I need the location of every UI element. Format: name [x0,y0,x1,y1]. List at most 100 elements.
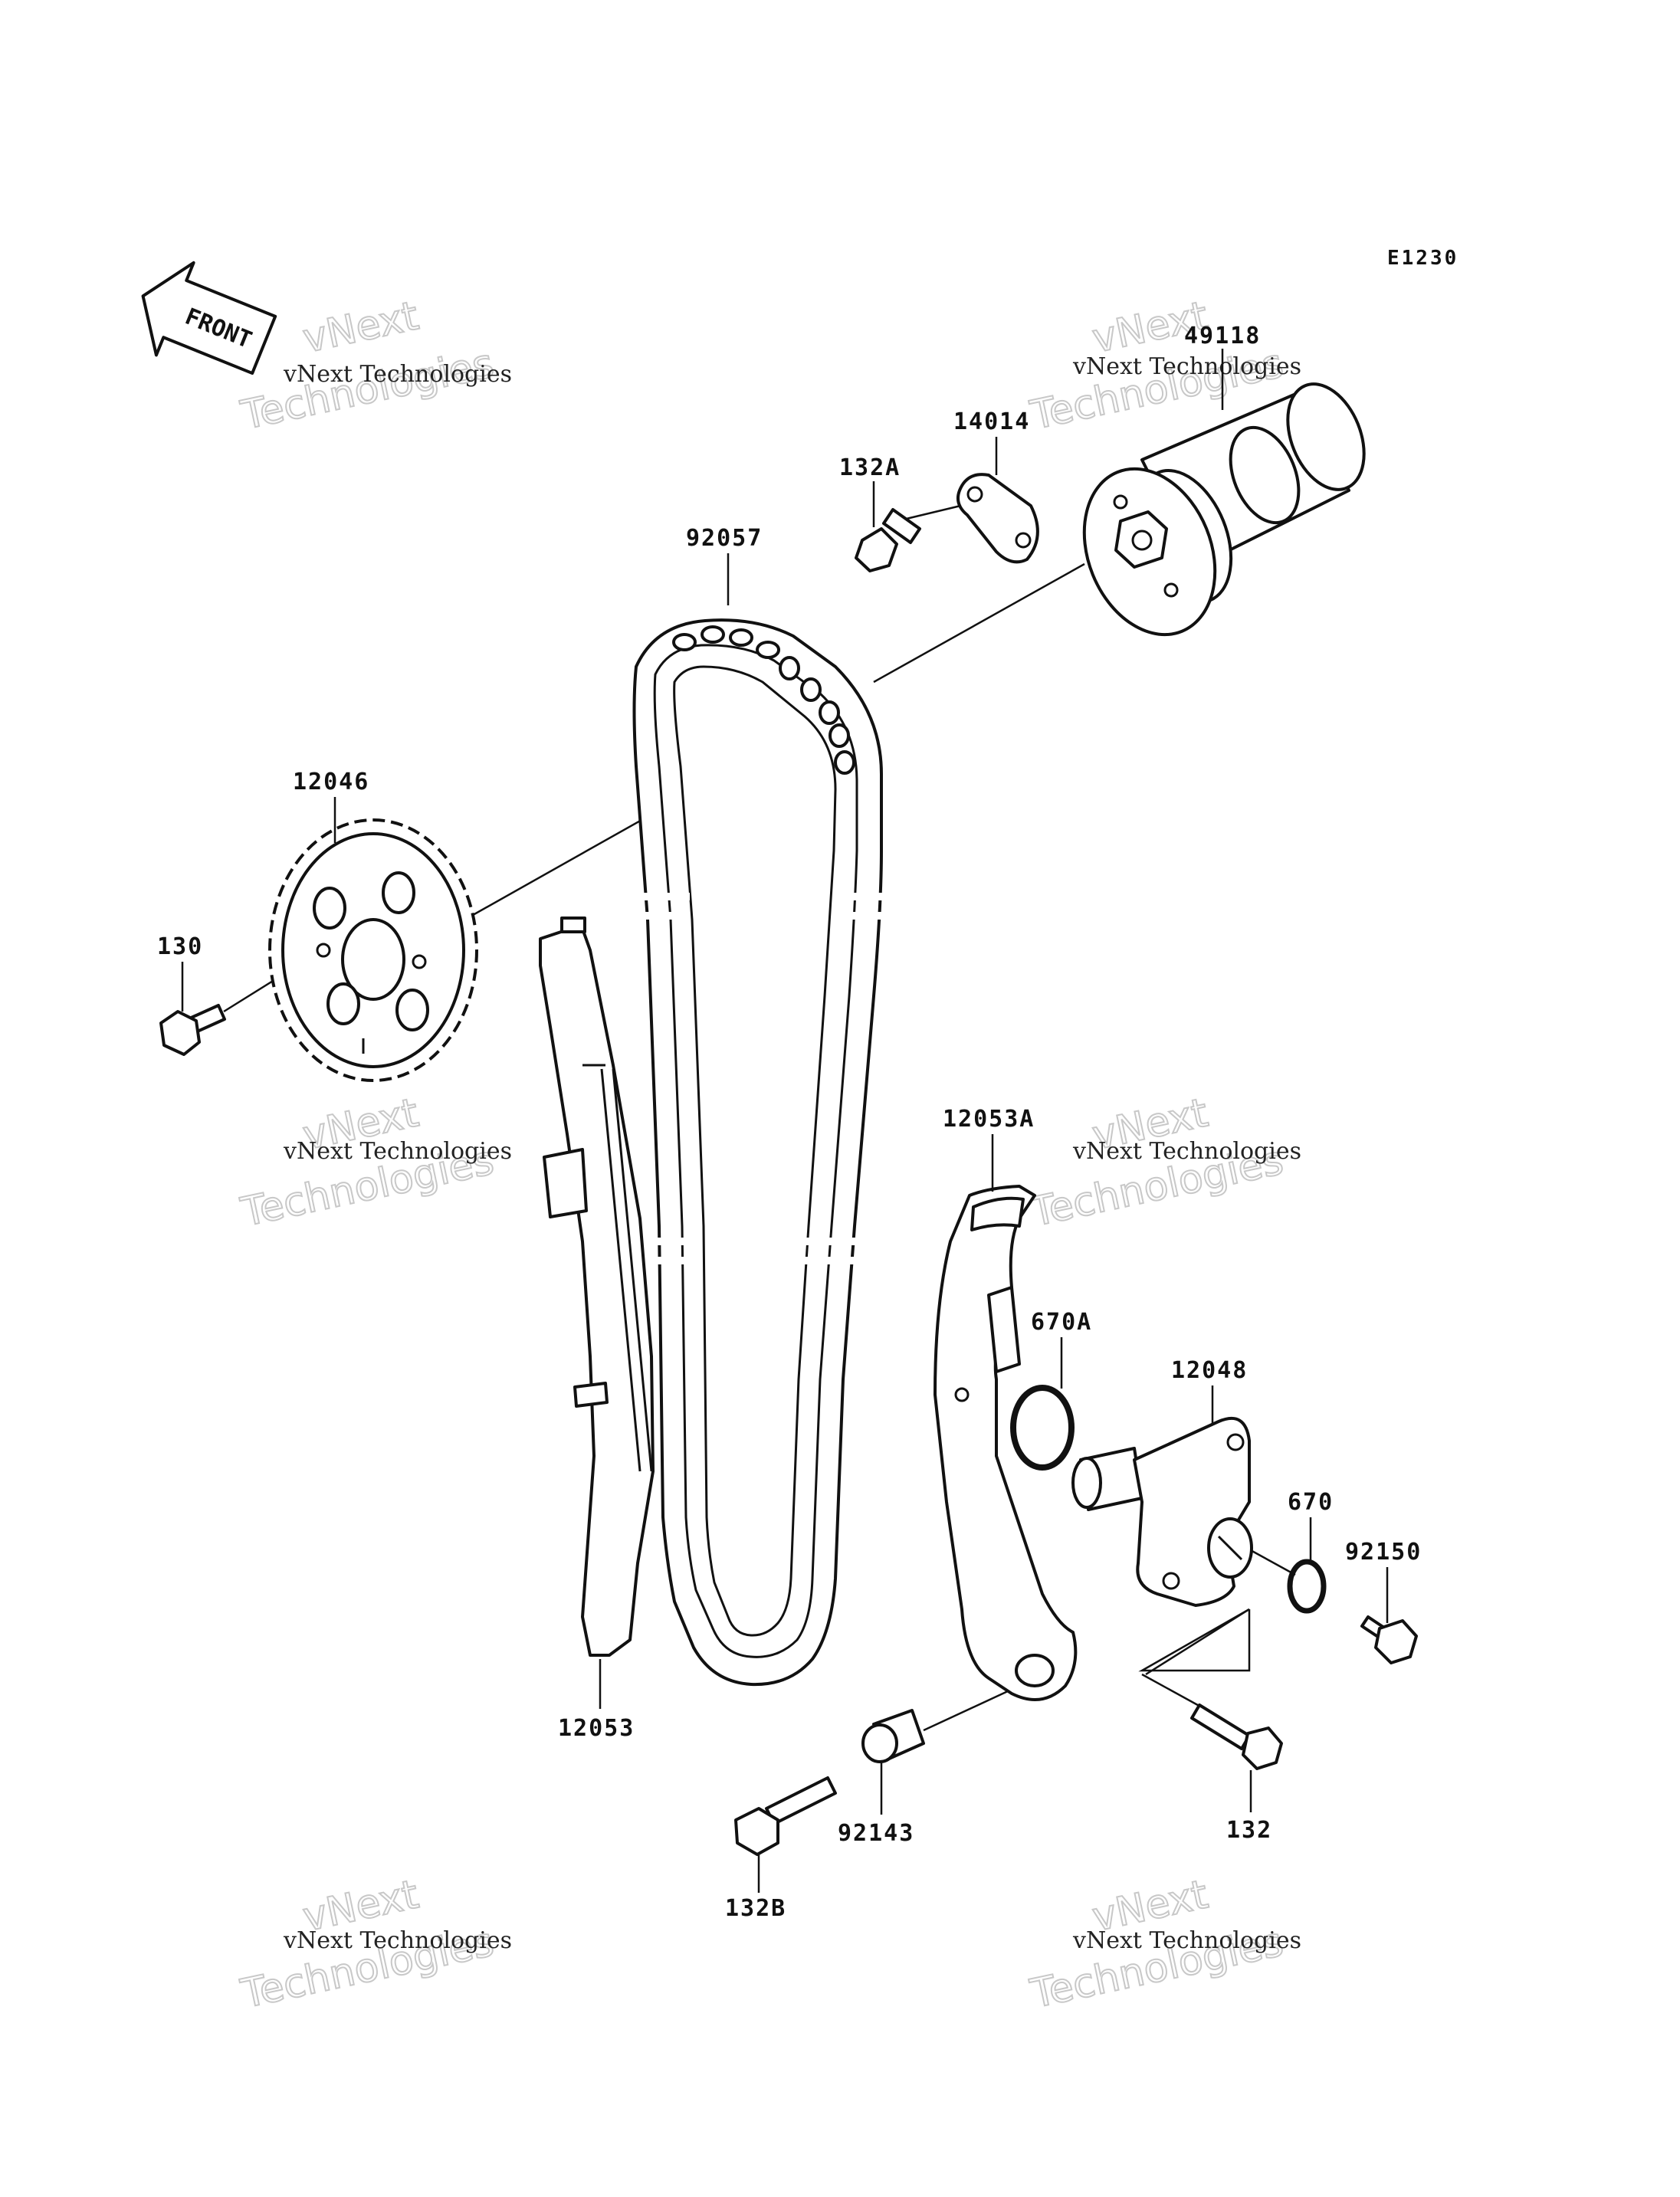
chain-link [829,723,850,748]
bolt-132a-head [855,527,898,572]
part-label-132b[interactable]: 132B [725,1895,786,1922]
guide-12053-lug [543,1148,588,1218]
guide-12053a-top-pad [970,1196,1025,1231]
plate-hole [1015,532,1032,549]
svg-text:vNext Technologies: vNext Technologies [1072,353,1301,380]
bolt-130-head [159,1010,201,1056]
svg-text:vNext Technologies: vNext Technologies [283,361,512,388]
bolt-132b-shank [765,1776,837,1825]
camshaft-lobe [1229,425,1301,525]
o-ring-670a-shape [1010,1385,1075,1471]
part-label-12048[interactable]: 12048 [1171,1357,1248,1384]
watermark-bottom-right: vNext Technologies vNext Technologies [1025,1871,1301,2018]
bolt-92150-head [1374,1619,1418,1664]
watermark-mid-left: vNext Technologies vNext Technologies [236,1089,512,1236]
part-label-12053[interactable]: 12053 [558,1715,635,1742]
guide-12053a-lug [987,1286,1021,1373]
sprocket-12046 [268,818,478,1082]
svg-text:vNext: vNext [299,293,422,362]
watermark-bottom-left: vNext Technologies vNext Technologies [236,1871,512,2018]
chain-inner-loop [673,665,837,1637]
part-label-130[interactable]: 130 [157,933,203,960]
sprocket-hub [341,918,405,1001]
leader-camshaft-chain [873,562,1085,684]
svg-text:Technologies: Technologies [237,341,497,439]
chain-break-marks [628,893,889,1264]
part-label-49118[interactable]: 49118 [1184,323,1261,349]
bolt-132-head [1242,1726,1283,1770]
part-label-92150[interactable]: 92150 [1345,1539,1422,1566]
chain-link [834,750,855,775]
part-label-12053a[interactable]: 12053A [943,1106,1035,1133]
watermark-top-left: vNext Technologies vNext Technologies [236,292,512,439]
part-label-92143[interactable]: 92143 [838,1820,914,1847]
tensioner-bolt-hole [1162,1572,1180,1590]
bolt-132 [1190,1703,1283,1770]
bolt-132a [855,508,921,572]
plate-shape [956,473,1039,564]
collar-end [861,1723,898,1763]
part-labels: 49118 14014 132A 92057 12046 130 12053A … [157,323,1422,1922]
tensioner-cap-slot [1217,1535,1243,1561]
bolt-92150 [1360,1615,1418,1664]
tensioner-rod-tip [1071,1457,1102,1509]
part-label-14014[interactable]: 14014 [953,408,1030,435]
part-label-92057[interactable]: 92057 [686,525,763,552]
part-label-132a[interactable]: 132A [839,454,901,481]
o-ring-670a [1010,1385,1075,1471]
front-direction-arrow-icon: FRONT [141,261,277,375]
guide-12053-body [539,927,655,1657]
bolt-132-shank [1190,1703,1251,1750]
camshaft-hex-nut [1114,510,1168,569]
bolt-130 [159,1004,226,1056]
part-label-12046[interactable]: 12046 [293,769,369,795]
chain-links [672,625,855,775]
svg-text:vNext Technologies: vNext Technologies [283,1138,512,1165]
svg-text:vNext Technologies: vNext Technologies [1072,1138,1301,1165]
chain-link [756,641,780,659]
sprocket-hole [313,887,346,930]
sprocket-hole [326,982,360,1025]
label-leaders [181,349,1389,1893]
bolt-132a-shank [882,508,921,544]
part-label-670[interactable]: 670 [1288,1489,1334,1516]
leader-tensioner-oring [1249,1548,1296,1576]
diagram-code: E1230 [1387,247,1459,270]
sprocket-small-hole [412,954,427,969]
guide-12053-tab [560,917,586,933]
watermark-mid-right: vNext Technologies vNext Technologies [1025,1089,1301,1236]
leader-tensioner-bolt [1138,1608,1251,1672]
o-ring-670-shape [1287,1559,1327,1614]
part-label-132[interactable]: 132 [1226,1817,1272,1844]
chain-link [701,625,725,644]
cam-chain-92057 [628,618,889,1687]
chain-outer [632,618,883,1687]
bolt-132b-head [734,1807,779,1856]
camshaft-end-lobe [1286,382,1366,491]
sprocket-small-hole [316,943,331,958]
sprocket-hole [382,871,415,914]
chain-link [800,677,822,702]
plate-14014 [956,473,1039,564]
guide-12053a-body [934,1185,1078,1701]
bolt-132b [734,1776,837,1856]
guide-12053-rail [612,1068,653,1472]
chain-link [729,628,753,647]
camshaft-hole [1113,494,1128,510]
tensioner-guide-12053a [934,1185,1078,1701]
camshaft-49118 [1082,382,1366,637]
chain-guide-12053 [539,917,655,1657]
svg-text:vNext Technologies: vNext Technologies [283,1927,512,1954]
chain-link [779,656,800,680]
guide-12053-lug [573,1382,609,1408]
leader-collar-guide [923,1684,1020,1732]
guide-12053-rail [600,1068,641,1472]
cam-chain-tensioner-12048 [1071,1417,1253,1607]
collar-92143 [861,1709,925,1763]
leader-tensioner-bolt-2 [1145,1608,1250,1676]
guide-12053a-pivot [1015,1654,1055,1687]
o-ring-670 [1287,1559,1327,1614]
chain-link [819,700,840,725]
part-label-670a[interactable]: 670A [1031,1309,1092,1336]
